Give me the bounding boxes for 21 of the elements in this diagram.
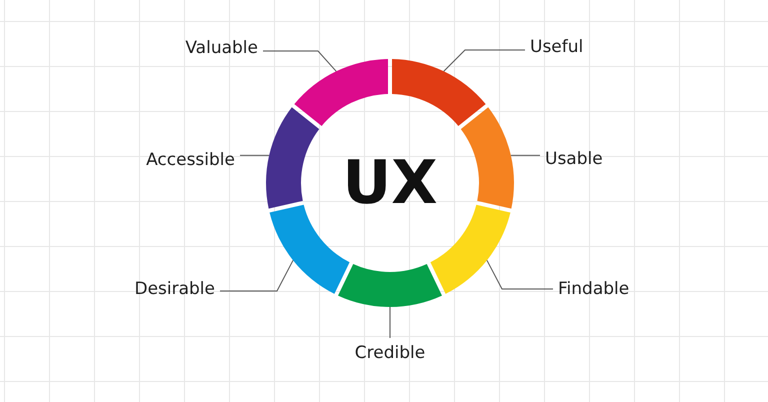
center-label: UX: [342, 151, 438, 215]
ring-segment: [460, 107, 514, 209]
segment-label: Valuable: [185, 38, 258, 58]
ring-segment: [392, 59, 486, 126]
ring-segment: [294, 59, 388, 126]
ring-segment: [270, 204, 350, 294]
leader-line: [486, 260, 554, 290]
leader-line: [510, 154, 540, 156]
segment-label: Desirable: [134, 279, 215, 299]
leader-line: [220, 260, 294, 292]
leader-line: [262, 50, 337, 72]
segment-label: Usable: [545, 149, 603, 169]
segment-label: Findable: [558, 279, 630, 299]
ring-segment: [430, 204, 510, 294]
segment-label: Credible: [354, 343, 426, 363]
segment-label: Useful: [530, 37, 584, 57]
ring-segment: [338, 264, 442, 307]
ring-segment: [266, 107, 320, 209]
segment-label: Accessible: [146, 150, 235, 170]
leader-line: [443, 50, 526, 72]
leader-line: [240, 154, 270, 156]
